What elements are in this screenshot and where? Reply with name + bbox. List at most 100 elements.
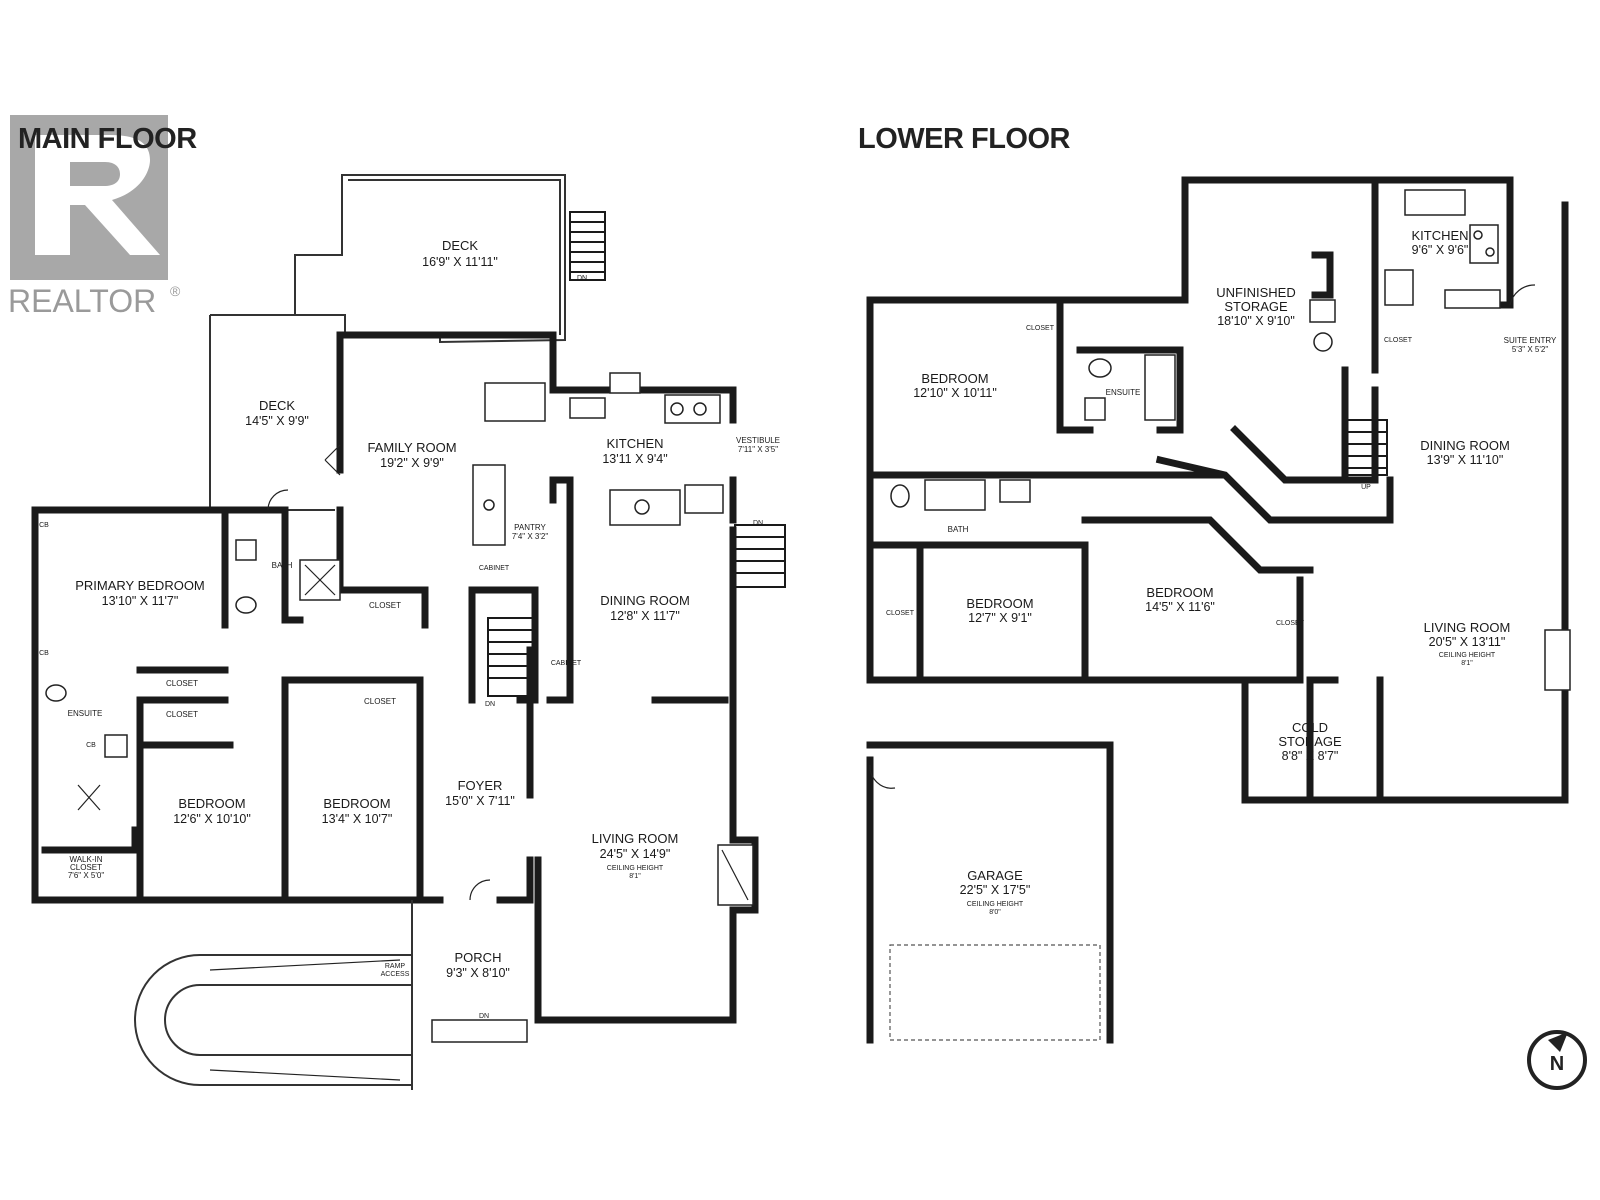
lower-counter (1444, 289, 1501, 309)
lower-dining-dim: 13'9" X 11'10" (1427, 453, 1504, 467)
vestibule-stairs (734, 524, 786, 588)
east-wall (534, 476, 759, 1024)
kitchen-counter (484, 382, 546, 422)
kitchen-hood (609, 372, 641, 394)
stair-dn-label: DN (485, 701, 495, 708)
cabinet-label-1: CABINET (479, 565, 510, 572)
garage-name: GARAGE (967, 868, 1023, 883)
main-floor-labels: DECK 16'9" X 11'11" DECK 14'5" X 9'9" FA… (39, 238, 780, 1020)
deck-lower-name: DECK (259, 398, 295, 413)
bedroom-2-name: BEDROOM (323, 796, 390, 811)
lower-kitchen-name: KITCHEN (1411, 228, 1468, 243)
garage-ceiling-label: CEILING HEIGHT (967, 901, 1024, 908)
family-room-dim: 19'2" X 9'9" (380, 456, 444, 470)
lower-living-ceiling-value: 8'1" (1461, 660, 1473, 667)
main-stairs (487, 617, 534, 697)
garage-walls (866, 741, 1114, 1044)
lower-closet-label-3: CLOSET (886, 610, 915, 617)
bath-label: BATH (272, 561, 293, 570)
lower-living-name: LIVING ROOM (1424, 620, 1511, 635)
lower-ensuite-wall (1076, 346, 1184, 434)
porch-name: PORCH (455, 950, 502, 965)
vestibule-dn-label: DN (753, 520, 763, 527)
garage-ceiling-value: 8'0" (989, 909, 1001, 916)
living-room-dim: 24'5" X 14'9" (600, 847, 671, 861)
deck-dn-label: DN (577, 275, 587, 282)
primary-bedroom-name: PRIMARY BEDROOM (75, 578, 205, 593)
living-room-ceiling-value: 8'1" (629, 873, 641, 880)
porch-steps (431, 1019, 528, 1043)
lower-bath-sink (999, 479, 1031, 503)
lower-chimney (1311, 251, 1334, 299)
kitchen-name: KITCHEN (606, 436, 663, 451)
dining-room-dim: 12'8" X 11'7" (610, 609, 680, 623)
lower-stair-wall (1230, 425, 1344, 484)
suite-entry-dim: 5'3" X 5'2" (1512, 345, 1548, 354)
lower-up-label: UP (1361, 484, 1371, 491)
lower-stairs (1344, 419, 1388, 476)
vestibule-name: VESTIBULE (736, 436, 780, 445)
unfinished-storage-dim: 18'10" X 9'10" (1217, 314, 1295, 328)
cb-label-2: CB (39, 650, 49, 657)
lower-ensuite-label: ENSUITE (1106, 388, 1141, 397)
lower-living-ceiling-label: CEILING HEIGHT (1439, 652, 1496, 659)
lower-kitchen-wall (1341, 176, 1379, 484)
lower-floor-labels: UNFINISHED STORAGE 18'10" X 9'10" KITCHE… (886, 228, 1557, 916)
access-label: ACCESS (381, 971, 410, 978)
bath-walls (221, 506, 304, 624)
porch-dn-label: DN (479, 1013, 489, 1020)
ensuite-toilet (45, 684, 67, 702)
lower-floor-plan (866, 176, 1571, 1044)
family-room-name: FAMILY ROOM (367, 440, 456, 455)
compass-arrow-icon (1548, 1032, 1568, 1052)
lower-interior-walls-1 (1056, 296, 1339, 804)
walk-in-dim: 7'6" X 5'0" (68, 871, 104, 880)
lower-bedroom-walls (866, 516, 1384, 804)
suite-entry-name: SUITE ENTRY (1504, 336, 1557, 345)
cabinet-label-2: CABINET (551, 660, 582, 667)
walk-in-name2: CLOSET (70, 863, 102, 872)
living-room-name: LIVING ROOM (592, 831, 679, 846)
living-room-ceiling-label: CEILING HEIGHT (607, 865, 664, 872)
bath-sink (235, 539, 257, 561)
lower-bedroom-c-dim: 14'5" X 11'6" (1145, 600, 1215, 614)
unfinished-storage-name2: STORAGE (1224, 299, 1288, 314)
main-floor-title: MAIN FLOOR (18, 123, 197, 155)
ensuite-label: ENSUITE (68, 709, 103, 718)
kitchen-north-wall (336, 331, 737, 424)
lower-floor-title: LOWER FLOOR (858, 123, 1071, 155)
lower-ensuite-tub (1144, 354, 1176, 421)
family-room-west-wall (336, 331, 429, 629)
porch-ramp (134, 900, 528, 1090)
lower-closet-label-2: CLOSET (1384, 337, 1413, 344)
lower-exterior-wall (866, 176, 1569, 804)
lower-closet-label-1: CLOSET (1026, 325, 1055, 332)
lower-dining-name: DINING ROOM (1420, 438, 1510, 453)
foyer-south-wall (416, 856, 534, 904)
kitchen-sink (569, 397, 606, 419)
realtor-wordmark: REALTOR (8, 283, 156, 319)
primary-bedroom-dim: 13'10" X 11'7" (102, 594, 179, 608)
lower-ensuite-toilet (1088, 358, 1112, 378)
deck-upper-inner (348, 179, 561, 335)
unfinished-storage-name: UNFINISHED (1216, 285, 1295, 300)
stair-walls (468, 586, 539, 704)
garage-dim: 22'5" X 17'5" (960, 883, 1031, 897)
lower-kitchen-range (1469, 224, 1499, 264)
closet-label-2: CLOSET (166, 679, 198, 688)
vestibule-dim: 7'11" X 3'5" (738, 445, 778, 454)
front-door (469, 879, 491, 901)
foyer-dim: 15'0" X 7'11" (445, 794, 515, 808)
walk-in-name: WALK-IN (69, 855, 102, 864)
lower-bedroom-b-name: BEDROOM (966, 596, 1033, 611)
compass-letter: N (1550, 1053, 1564, 1075)
bedroom-2-dim: 13'4" X 10'7" (322, 812, 393, 826)
water-heater (1313, 332, 1333, 352)
lower-north-wall (1181, 176, 1514, 309)
suite-entry-door (1509, 284, 1536, 306)
cold-storage-name: COLD (1292, 720, 1328, 735)
ensuite-sink (104, 734, 128, 758)
bedroom-1-name: BEDROOM (178, 796, 245, 811)
furnace (1309, 299, 1336, 323)
